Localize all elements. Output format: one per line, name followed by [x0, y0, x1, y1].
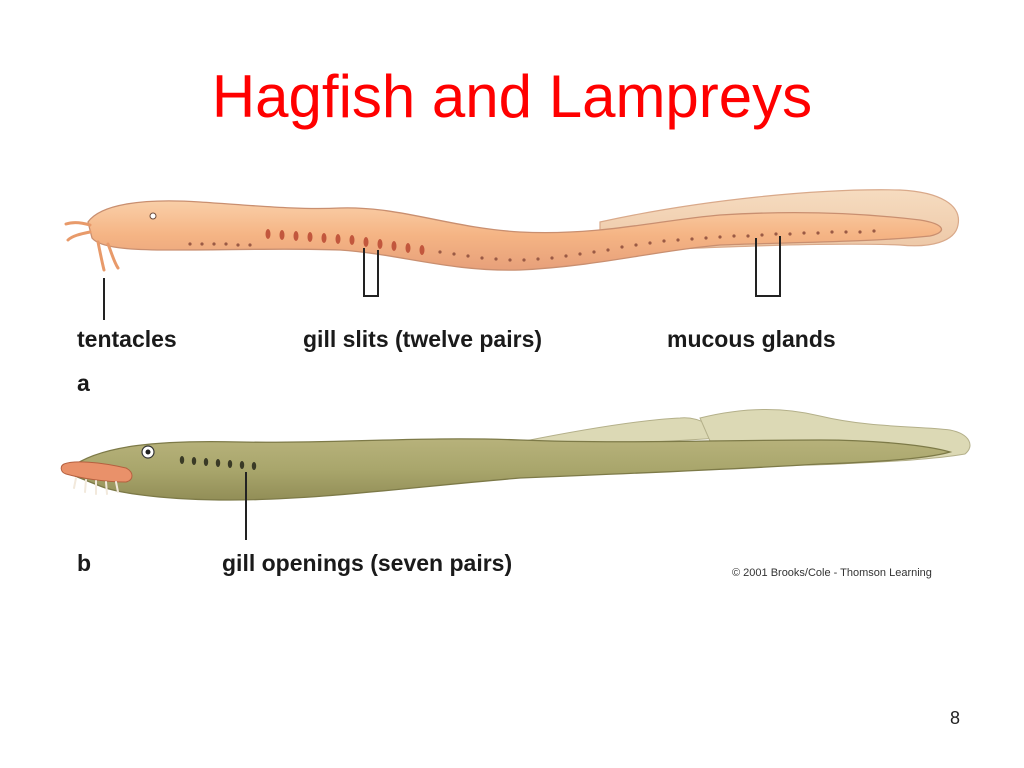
lamprey-illustration [60, 408, 971, 540]
hagfish-gill-slits [265, 229, 425, 255]
lamprey-oral-disc [60, 461, 133, 483]
copyright-credit: © 2001 Brooks/Cole - Thomson Learning [732, 567, 932, 579]
hagfish-illustration [64, 189, 960, 320]
tentacles-label: tentacles [77, 326, 177, 352]
lamprey-teeth [73, 477, 119, 495]
hagfish-mucous-glands [188, 229, 876, 262]
hagfish-leader-lines [103, 236, 781, 320]
hagfish-eye-icon [149, 212, 157, 220]
slide-title: Hagfish and Lampreys [211, 63, 813, 130]
gill-openings-label: gill openings (seven pairs) [222, 550, 513, 576]
hagfish-body [87, 200, 942, 271]
lamprey-body [69, 438, 953, 501]
mucous-glands-label: mucous glands [667, 326, 836, 352]
lamprey-gill-openings [179, 456, 257, 470]
gill-slits-label: gill slits (twelve pairs) [303, 326, 543, 352]
panel-letter-b: b [77, 550, 92, 576]
hagfish-tentacles [64, 221, 120, 272]
panel-letter-a: a [77, 370, 90, 396]
page-number: 8 [950, 708, 961, 728]
